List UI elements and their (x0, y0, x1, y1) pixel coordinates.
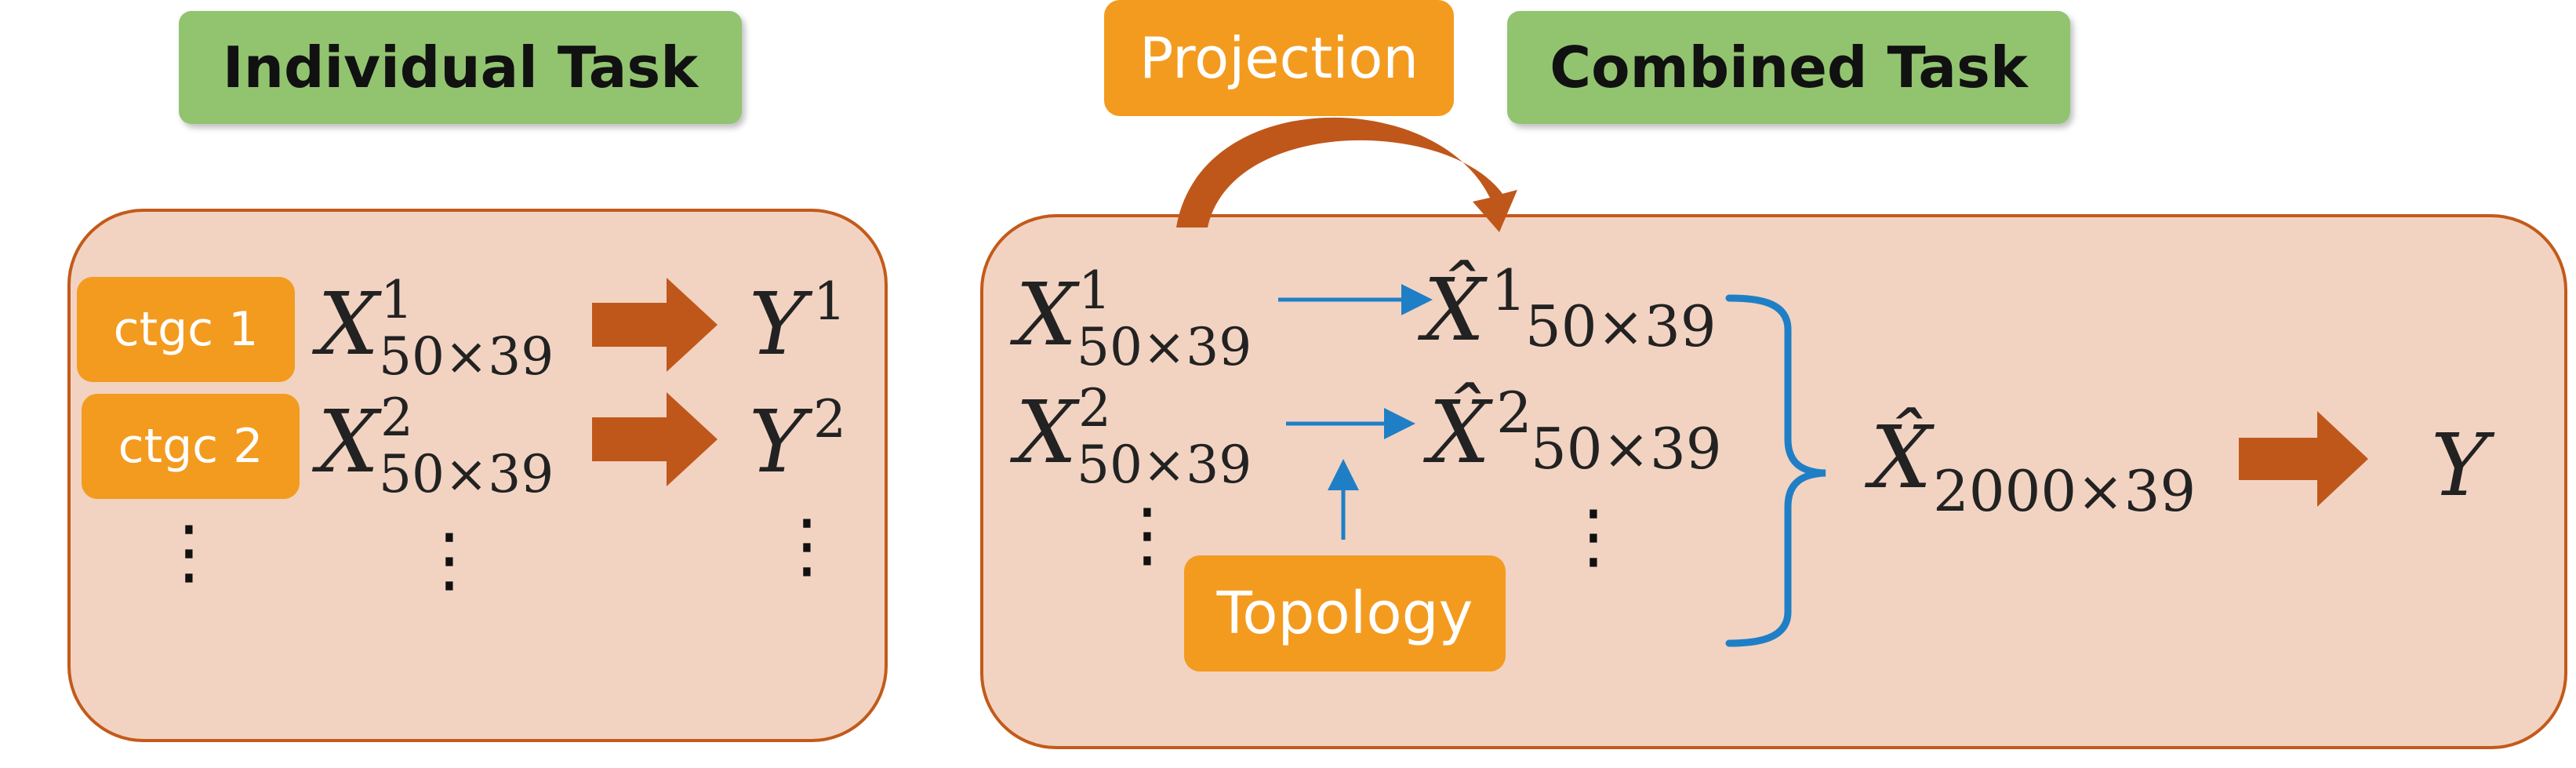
xhat2: X̂ 2 50×39 (1429, 384, 1722, 477)
xhat-combined-sub: 2000×39 (1933, 458, 2196, 524)
x1-right: X 1 50×39 (1016, 265, 1252, 373)
x1-left-sup: 1 (380, 270, 413, 330)
xhat1-var: X̂ (1423, 260, 1485, 360)
x1-left: X 1 50×39 (318, 275, 554, 383)
vdots-right-2: ⋮ (1558, 501, 1629, 572)
x2-left: X 2 50×39 (318, 392, 554, 500)
ctgc-2-label: ctgc 2 (82, 394, 300, 499)
xhat2-sup: 2 (1496, 380, 1532, 446)
x1-left-sub: 50×39 (379, 326, 554, 387)
vdots-right-1: ⋮ (1112, 500, 1183, 570)
x2-right-var: X (1016, 382, 1077, 482)
x1-right-sup: 1 (1078, 260, 1111, 321)
xhat-combined: X̂ 2000×39 (1870, 414, 2196, 519)
y-final-var: Y (2431, 415, 2488, 515)
y-final: Y (2431, 422, 2488, 508)
x2-left-var: X (318, 391, 380, 492)
xhat1-sub: 50×39 (1525, 293, 1717, 359)
block-arrow-1 (592, 278, 718, 372)
projection-curve-arrow (1176, 117, 1517, 232)
ctgc-1-label: ctgc 1 (77, 277, 295, 382)
y2-var: Y (749, 391, 806, 492)
xhat2-sub: 50×39 (1531, 416, 1722, 482)
topology-label: Topology (1184, 555, 1506, 672)
y1-sup: 1 (813, 271, 846, 332)
x2-right-sup: 2 (1078, 378, 1111, 439)
vdots-left-2: ⋮ (414, 525, 485, 595)
individual-task-label: Individual Task (179, 11, 742, 124)
block-arrow-final (2239, 411, 2368, 507)
y2-sup: 2 (813, 389, 846, 450)
x1-left-var: X (318, 274, 380, 374)
y1-left: Y 1 (749, 276, 846, 368)
vdots-left-3: ⋮ (772, 511, 842, 581)
combined-task-label: Combined Task (1507, 11, 2070, 124)
y2-left: Y 2 (749, 394, 846, 486)
xhat1-sup: 1 (1491, 257, 1527, 323)
xhat-combined-var: X̂ (1870, 407, 1932, 508)
curly-brace (1725, 294, 1826, 647)
projection-label: Projection (1104, 0, 1454, 116)
x1-right-sub: 50×39 (1077, 317, 1252, 377)
xhat2-var: X̂ (1429, 382, 1491, 482)
x2-right: X 2 50×39 (1016, 383, 1252, 491)
block-arrow-2 (592, 392, 718, 486)
x1-right-var: X (1016, 264, 1077, 365)
xhat1: X̂ 1 50×39 (1423, 262, 1717, 355)
y1-var: Y (749, 274, 806, 374)
x2-right-sub: 50×39 (1077, 435, 1252, 495)
x2-left-sub: 50×39 (379, 444, 554, 504)
vdots-left-1: ⋮ (154, 517, 224, 588)
x2-left-sup: 2 (380, 388, 413, 448)
